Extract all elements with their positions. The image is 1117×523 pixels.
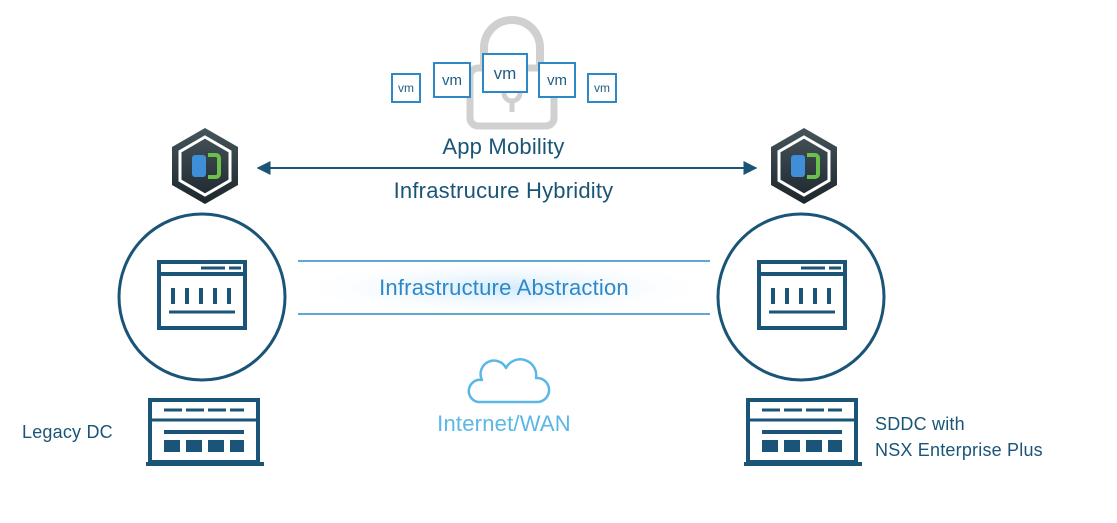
vm-box: vm (587, 73, 617, 103)
building-icon (744, 398, 862, 466)
abstraction-glow (290, 258, 720, 318)
sddc-label-line2: NSX Enterprise Plus (875, 440, 1043, 460)
datacenter-icon (157, 260, 247, 330)
legacy-dc-label: Legacy DC (22, 422, 113, 442)
infra-abstraction-label: Infrastructure Abstraction (379, 275, 629, 300)
vm-box: vm (538, 62, 576, 98)
hcx-logo-icon (771, 128, 837, 204)
vm-box: vm (391, 73, 421, 103)
sddc-label-line1: SDDC with (875, 414, 965, 434)
cloud-icon (467, 358, 551, 404)
vm-box: vm (433, 62, 471, 98)
app-mobility-label: App Mobility (442, 134, 565, 159)
internet-wan-label: Internet/WAN (437, 411, 571, 436)
datacenter-icon (757, 260, 847, 330)
building-icon (146, 398, 264, 466)
vm-box: vm (482, 53, 528, 93)
infra-hybridity-label: Infrastrucure Hybridity (393, 178, 614, 203)
hcx-logo-icon (172, 128, 238, 204)
